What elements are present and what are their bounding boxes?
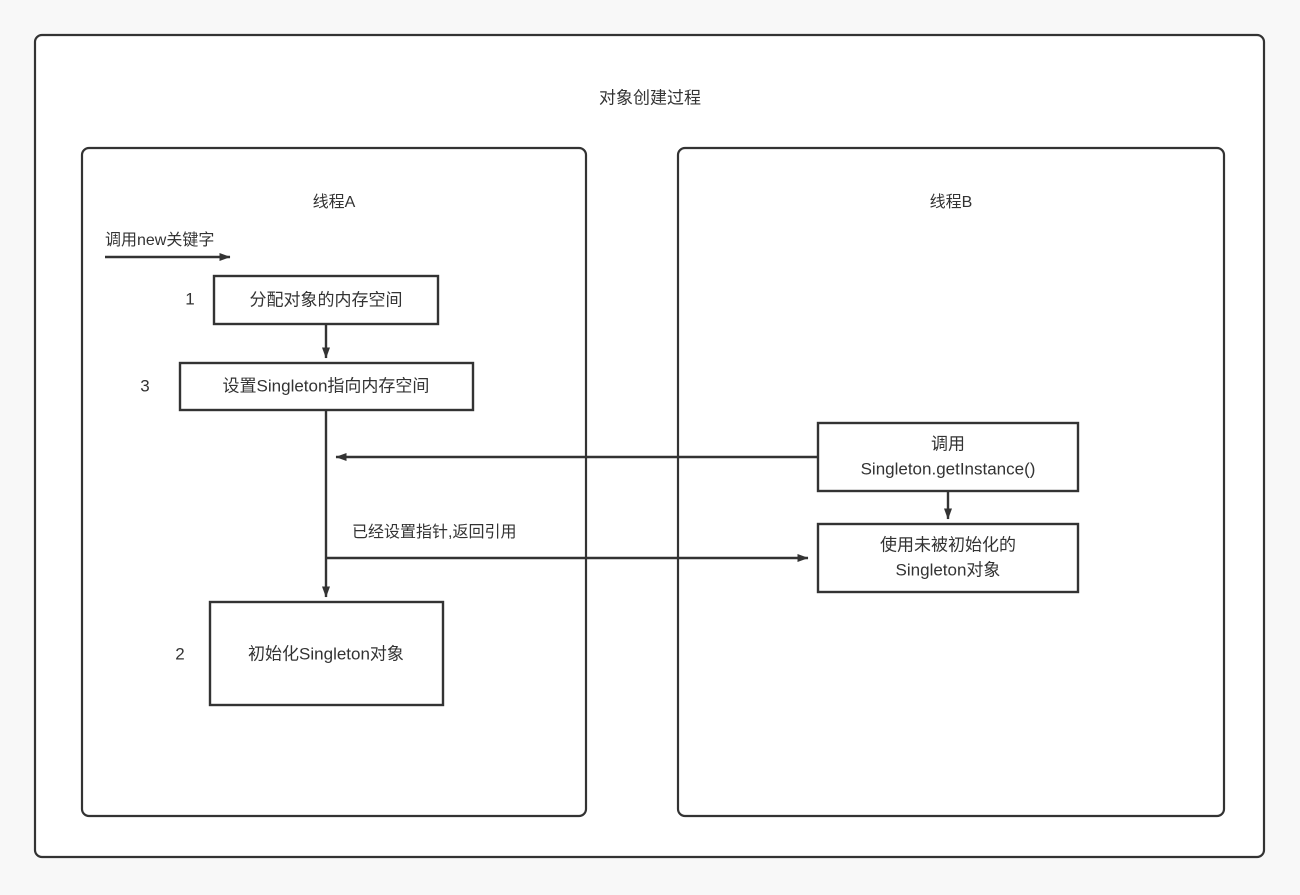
diagram-title: 对象创建过程 xyxy=(599,88,701,107)
lane-label-thread-a: 线程A xyxy=(313,193,356,211)
node-init-singleton-label: 初始化Singleton对象 xyxy=(248,644,404,663)
step-number-3: 3 xyxy=(140,376,149,395)
node-use-uninitialized[interactable] xyxy=(816,522,1080,594)
step-number-2: 2 xyxy=(175,644,184,663)
node-get-instance-label-line1: 调用 xyxy=(931,434,965,453)
node-get-instance[interactable] xyxy=(816,421,1080,493)
edge-label-pointer-set: 已经设置指针,返回引用 xyxy=(352,523,516,541)
edge-label-new-keyword: 调用new关键字 xyxy=(105,231,214,249)
node-set-pointer-label: 设置Singleton指向内存空间 xyxy=(223,376,430,395)
node-use-uninitialized-label-line2: Singleton对象 xyxy=(896,560,1001,579)
step-number-1: 1 xyxy=(185,289,194,308)
lane-thread-a xyxy=(80,146,588,818)
node-use-uninitialized-label-line1: 使用未被初始化的 xyxy=(880,534,1016,554)
node-alloc-memory[interactable] xyxy=(212,274,440,326)
node-alloc-memory-label: 分配对象的内存空间 xyxy=(250,290,403,309)
node-set-pointer[interactable] xyxy=(178,361,475,412)
lane-label-thread-b: 线程B xyxy=(930,193,973,211)
node-get-instance-label-line2: Singleton.getInstance() xyxy=(861,459,1036,478)
node-init-singleton[interactable] xyxy=(208,600,445,707)
